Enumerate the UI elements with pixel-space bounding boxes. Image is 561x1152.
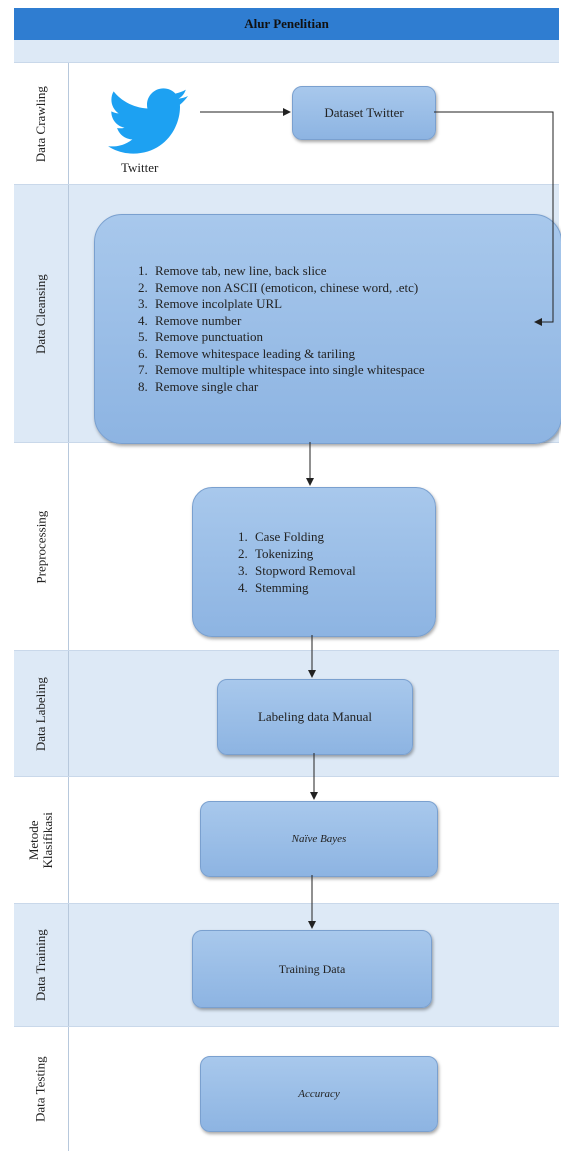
- lane-label: Data Testing: [14, 1027, 69, 1151]
- lane-label: Data Cleansing: [14, 185, 69, 443]
- diagram-title: Alur Penelitian: [14, 8, 559, 40]
- preprocessing-box: Case Folding Tokenizing Stopword Removal…: [192, 487, 436, 637]
- testing-box: Accuracy: [200, 1056, 438, 1132]
- lane-label: Data Labeling: [14, 651, 69, 777]
- method-box: Naïve Bayes: [200, 801, 438, 877]
- lane-label: Data Training: [14, 904, 69, 1027]
- list-item: Case Folding: [251, 528, 356, 545]
- preprocessing-steps-list: Case Folding Tokenizing Stopword Removal…: [217, 528, 356, 596]
- list-item: Remove multiple whitespace into single w…: [151, 362, 425, 379]
- list-item: Remove incolplate URL: [151, 296, 425, 313]
- list-item: Remove tab, new line, back slice: [151, 263, 425, 280]
- labeling-box: Labeling data Manual: [217, 679, 413, 755]
- arrow-dataset-to-cleansing: [434, 111, 554, 326]
- dataset-twitter-box: Dataset Twitter: [292, 86, 436, 140]
- list-item: Remove punctuation: [151, 329, 425, 346]
- cleansing-steps-list: Remove tab, new line, back slice Remove …: [117, 263, 425, 395]
- lane-data-crawling: Data Crawling: [14, 62, 559, 185]
- lane-data-testing: Data Testing: [14, 1026, 559, 1151]
- lane-label: Preprocessing: [14, 443, 69, 651]
- header-spacer: [14, 40, 559, 62]
- training-box: Training Data: [192, 930, 432, 1008]
- list-item: Remove number: [151, 313, 425, 330]
- list-item: Stemming: [251, 579, 356, 596]
- data-cleansing-box: Remove tab, new line, back slice Remove …: [94, 214, 561, 444]
- list-item: Remove single char: [151, 379, 425, 396]
- lane-label: Data Crawling: [14, 63, 69, 185]
- list-item: Remove whitespace leading & tariling: [151, 346, 425, 363]
- list-item: Tokenizing: [251, 545, 356, 562]
- twitter-label: Twitter: [121, 160, 159, 175]
- lane-metode-klasifikasi: Metode Klasifikasi: [14, 776, 559, 904]
- list-item: Remove non ASCII (emoticon, chinese word…: [151, 280, 425, 297]
- lane-label: Metode Klasifikasi: [14, 777, 69, 904]
- twitter-bird-icon: [108, 88, 188, 154]
- list-item: Stopword Removal: [251, 562, 356, 579]
